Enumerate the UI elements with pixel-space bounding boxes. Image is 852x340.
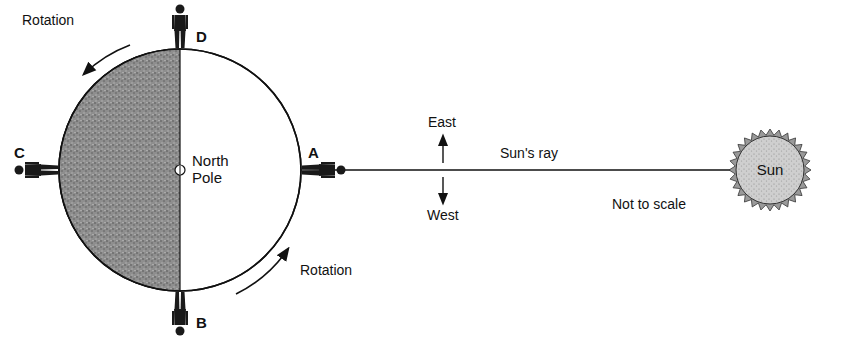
sun-rays [729, 129, 811, 211]
sun-disc: Sun [728, 128, 812, 212]
label-anchor: Rotation [300, 262, 352, 278]
label-anchor: Not to scale [612, 196, 686, 212]
position-letter: A [308, 144, 319, 161]
label-anchor: B [196, 314, 207, 331]
globe-outline [58, 48, 302, 292]
sun-ray-line [302, 169, 734, 171]
pole-marker [180, 166, 181, 174]
direction-label: East [428, 114, 456, 130]
rotation-label: Rotation [300, 262, 352, 278]
label-anchor: West [427, 207, 459, 223]
position-letter: D [196, 28, 207, 45]
globe-day-side [59, 49, 301, 291]
observer-figure [172, 5, 188, 49]
earth-globe: North Pole [58, 48, 302, 292]
sun-body [736, 136, 804, 204]
label-anchor: Sun's ray [498, 145, 560, 161]
observer-figure [15, 162, 59, 178]
edge-label: Sun's ray [498, 145, 560, 161]
label-anchor: Rotation [22, 12, 74, 28]
observer-figure [172, 292, 188, 336]
observer-figure [302, 162, 346, 178]
direction-arrow [442, 136, 443, 163]
position-letter: C [14, 144, 25, 161]
pole-label: North Pole [192, 152, 229, 187]
direction-arrow [442, 177, 443, 203]
sun-label: Sun [757, 161, 784, 178]
globe-rim [59, 49, 301, 291]
label-anchor: East [428, 114, 456, 130]
position-letter: B [196, 314, 207, 331]
scale-note: Not to scale [612, 196, 686, 212]
rotation-label: Rotation [22, 12, 74, 28]
globe-night-side [59, 49, 180, 291]
direction-label: West [427, 207, 459, 223]
pole-marker [175, 165, 185, 175]
label-anchor: A [308, 144, 319, 161]
label-anchor: C [14, 144, 25, 161]
label-anchor: D [196, 28, 207, 45]
